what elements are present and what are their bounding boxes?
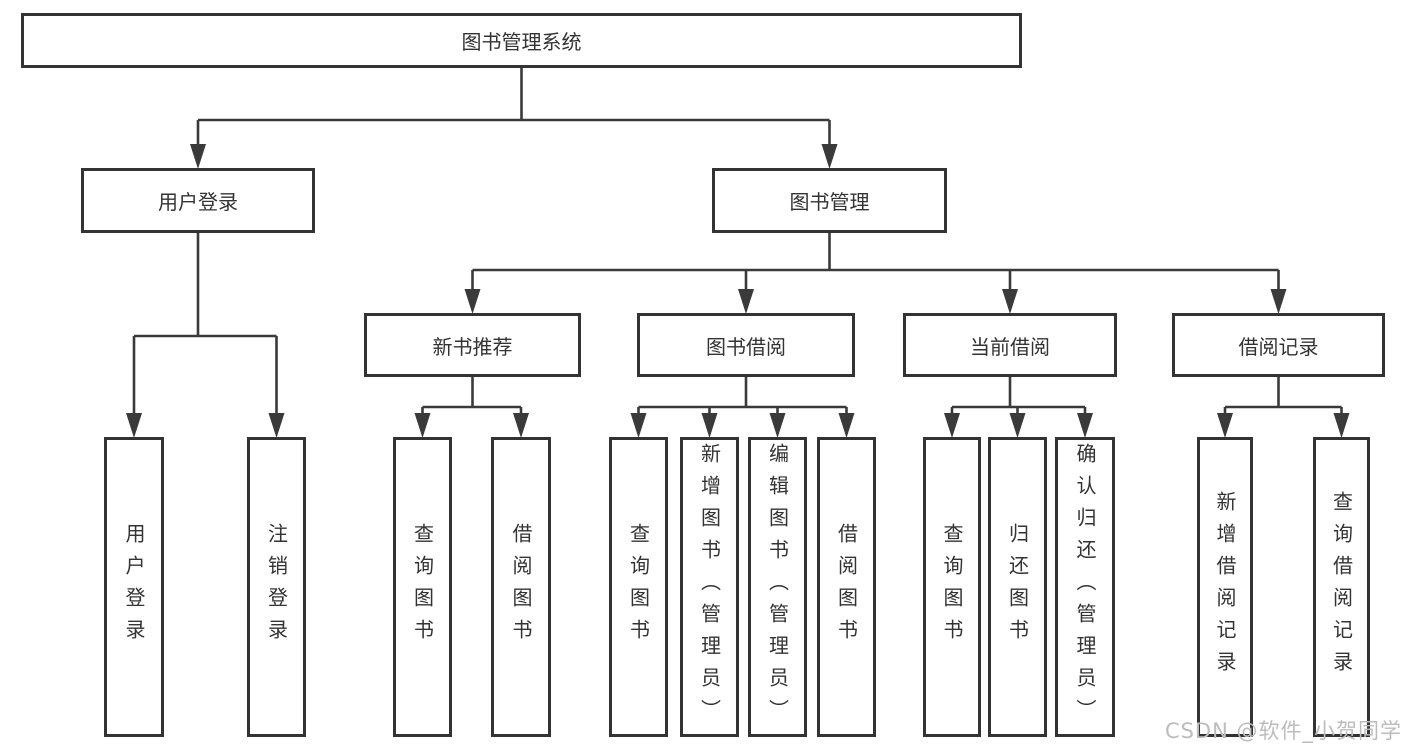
node-bb-add-books: 新增图书（管理员） <box>680 437 739 737</box>
node-book-borrow: 图书借阅 <box>637 313 855 377</box>
node-rec-borrow-books: 借阅图书 <box>491 437 551 737</box>
node-br-query-record: 查询借阅记录 <box>1313 437 1370 737</box>
node-br-add-record: 新增借阅记录 <box>1197 437 1253 737</box>
node-root: 图书管理系统 <box>21 13 1022 68</box>
node-current-borrow: 当前借阅 <box>903 313 1117 377</box>
node-cb-confirm-return: 确认归还（管理员） <box>1055 437 1115 737</box>
node-bb-edit-books: 编辑图书（管理员） <box>748 437 807 737</box>
node-rec-query-books: 查询图书 <box>393 437 452 737</box>
node-bb-query-books: 查询图书 <box>609 437 668 737</box>
node-logout-leaf: 注销登录 <box>247 437 306 737</box>
node-cb-query-books: 查询图书 <box>923 437 981 737</box>
node-cb-return-books: 归还图书 <box>988 437 1047 737</box>
node-bb-borrow-books: 借阅图书 <box>817 437 876 737</box>
node-book-mgmt: 图书管理 <box>712 168 947 233</box>
node-login-leaf: 用户登录 <box>104 437 164 737</box>
node-new-book-rec: 新书推荐 <box>364 313 581 377</box>
node-user-login: 用户登录 <box>81 168 315 233</box>
watermark: CSDN @软件_小贺同学 <box>1164 719 1402 743</box>
node-borrow-records: 借阅记录 <box>1172 313 1385 377</box>
